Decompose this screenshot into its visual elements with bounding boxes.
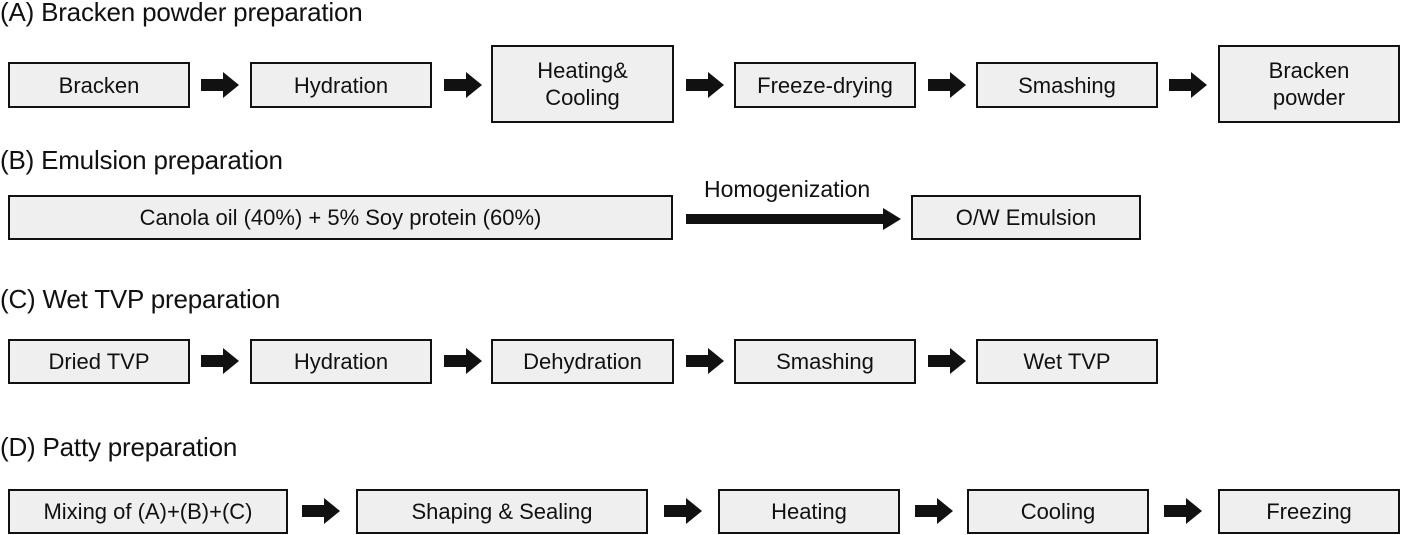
arrow-right-icon bbox=[201, 72, 239, 98]
step-shaping-sealing: Shaping & Sealing bbox=[356, 489, 648, 534]
arrow-right-icon bbox=[444, 348, 482, 374]
arrow-right-icon bbox=[664, 498, 702, 524]
arrow-right-icon bbox=[686, 72, 724, 98]
step-freezing: Freezing bbox=[1218, 489, 1400, 534]
section-a-title: (A) Bracken powder preparation bbox=[0, 0, 363, 27]
step-dehydration: Dehydration bbox=[491, 339, 674, 384]
step-freeze-drying: Freeze-drying bbox=[734, 62, 916, 108]
step-cooling: Cooling bbox=[967, 489, 1149, 534]
step-mixing: Mixing of (A)+(B)+(C) bbox=[8, 489, 288, 534]
step-smashing: Smashing bbox=[976, 62, 1158, 108]
section-c-title: (C) Wet TVP preparation bbox=[0, 284, 281, 314]
arrow-right-icon bbox=[1164, 498, 1202, 524]
arrow-right-icon bbox=[201, 348, 239, 374]
step-bracken-powder: Bracken powder bbox=[1218, 45, 1400, 123]
step-heating: Heating bbox=[718, 489, 900, 534]
step-smashing: Smashing bbox=[734, 339, 916, 384]
step-dried-tvp: Dried TVP bbox=[8, 339, 190, 384]
emulsion-input: Canola oil (40%) + 5% Soy protein (60%) bbox=[8, 195, 673, 240]
arrow-right-icon bbox=[1169, 72, 1207, 98]
arrow-right-icon bbox=[915, 498, 953, 524]
emulsion-output: O/W Emulsion bbox=[911, 195, 1141, 240]
step-bracken: Bracken bbox=[8, 62, 190, 108]
section-d-title: (D) Patty preparation bbox=[0, 432, 238, 462]
section-b-title: (B) Emulsion preparation bbox=[0, 145, 283, 175]
step-heating-cooling: Heating& Cooling bbox=[491, 45, 674, 123]
arrow-right-icon bbox=[686, 348, 724, 374]
long-arrow-right-icon bbox=[686, 208, 901, 230]
step-hydration: Hydration bbox=[250, 62, 432, 108]
arrow-right-icon bbox=[302, 498, 340, 524]
homogenization-label: Homogenization bbox=[704, 176, 871, 202]
arrow-right-icon bbox=[444, 72, 482, 98]
arrow-right-icon bbox=[928, 72, 966, 98]
step-hydration: Hydration bbox=[250, 339, 432, 384]
arrow-right-icon bbox=[928, 348, 966, 374]
step-wet-tvp: Wet TVP bbox=[976, 339, 1158, 384]
